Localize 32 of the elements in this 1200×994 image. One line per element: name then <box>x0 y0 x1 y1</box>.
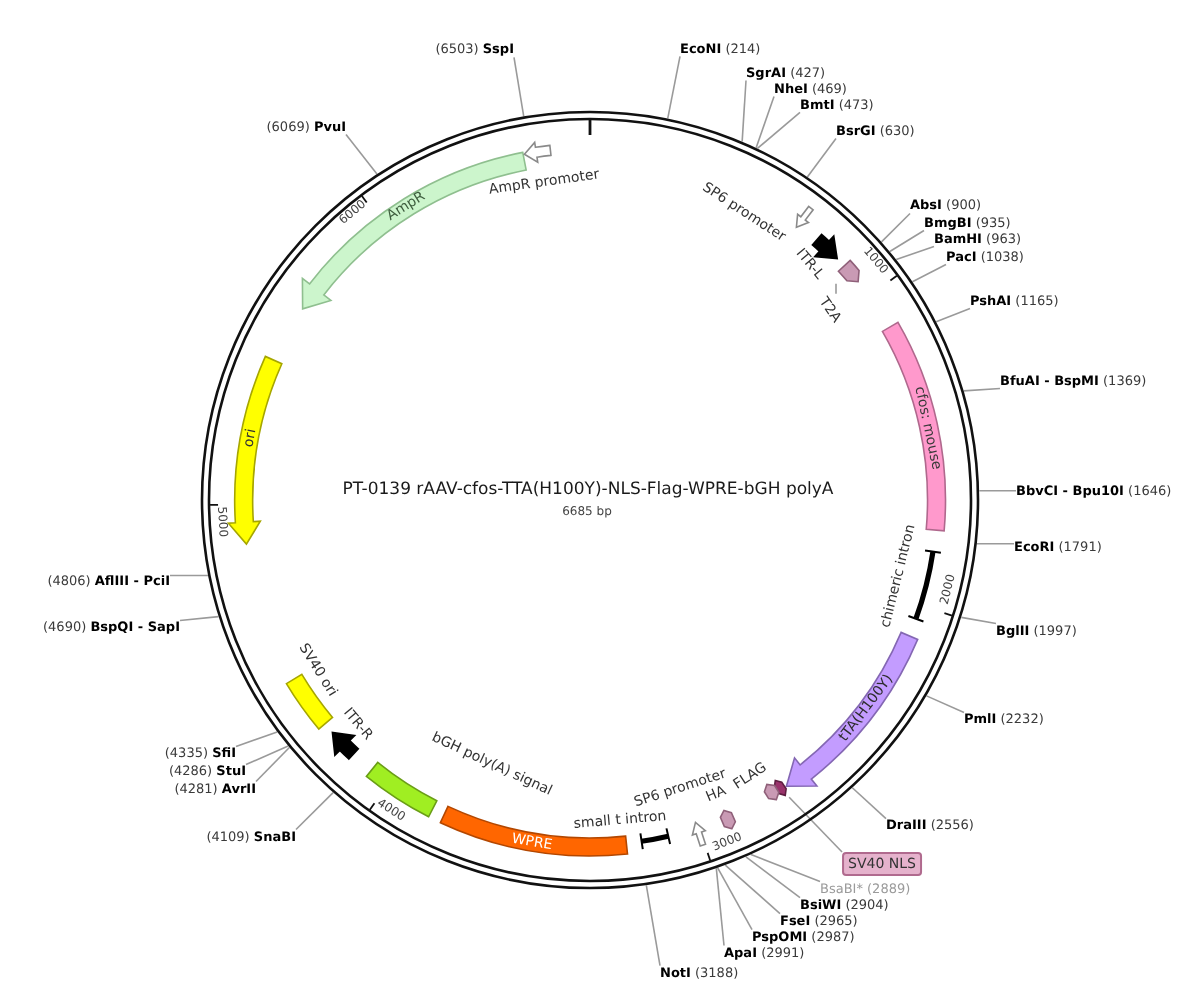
leader-line <box>960 616 997 625</box>
leader-line <box>295 791 334 831</box>
leader-line <box>745 856 801 899</box>
leader-line <box>345 133 378 175</box>
leader-line <box>889 229 925 253</box>
leader-line <box>715 867 725 947</box>
leader-line <box>255 746 291 783</box>
leader-line <box>513 56 525 118</box>
leader-line <box>963 387 1001 392</box>
leader-line <box>976 542 1015 545</box>
leader-line <box>935 307 971 323</box>
leader-line <box>235 731 278 748</box>
map-title: PT-0139 rAAV-cfos-TTA(H100Y)-NLS-Flag-WPRE-bGH polyA <box>342 482 834 502</box>
leader-line <box>750 853 821 883</box>
leader-line <box>851 787 887 820</box>
leader-line <box>645 884 661 967</box>
leader-line <box>911 263 947 283</box>
leader-line <box>741 79 747 143</box>
leader-line <box>169 574 209 577</box>
leader-line <box>716 867 753 931</box>
leader-line <box>835 282 837 295</box>
leader-line <box>895 245 935 261</box>
leader-line <box>756 111 801 150</box>
leader-line <box>179 615 220 622</box>
leader-line <box>880 212 911 243</box>
leader-line <box>724 864 781 915</box>
leader-line <box>978 489 1017 492</box>
leader-line <box>755 95 775 149</box>
leader-line <box>245 745 289 766</box>
leader-line <box>666 55 681 120</box>
leader-line <box>806 137 837 178</box>
leader-line <box>925 695 965 714</box>
